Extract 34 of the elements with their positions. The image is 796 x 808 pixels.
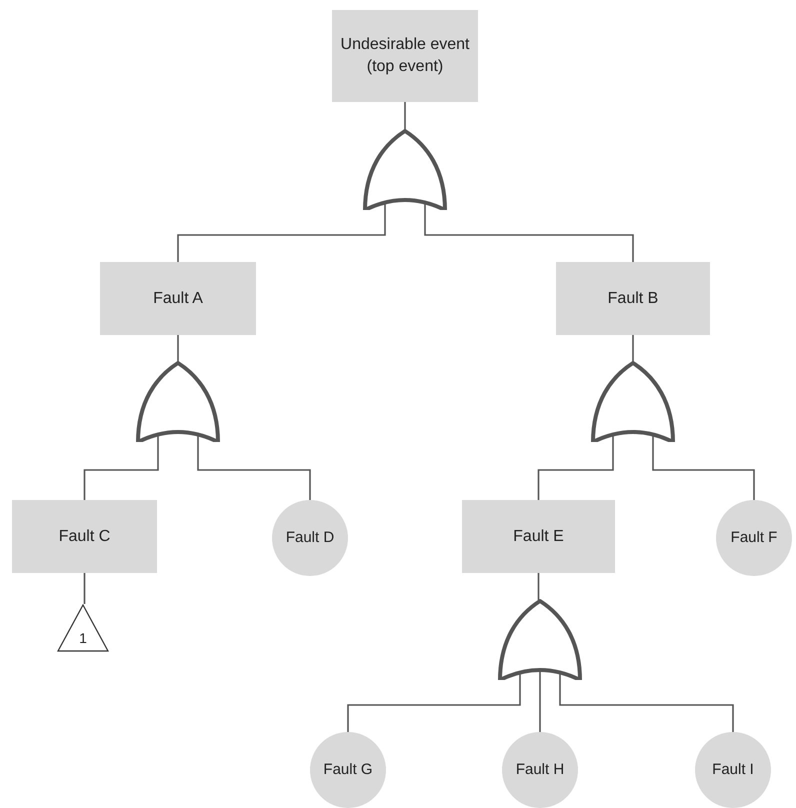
connector-line [652,434,755,500]
or-gate-symbol [591,360,675,442]
event-box [100,262,256,335]
connector-line [84,573,86,604]
connector-line [404,102,406,130]
connector-line [84,434,159,500]
node-label: Undesirable event (top event) [340,35,470,77]
node-label: Fault H [516,760,564,780]
connector-line [177,335,179,362]
node-label: Fault F [730,528,778,548]
or-gate-symbol [136,360,220,442]
connector-line [177,202,386,262]
connector-line [538,434,614,500]
node-label: Fault B [608,288,658,309]
connector-line [559,672,734,732]
node-label: Fault G [323,760,373,780]
connector-line [347,672,521,732]
or-gate-symbol [363,128,447,210]
event-box [12,500,157,573]
node-label: Fault C [58,526,110,547]
node-label: Fault E [513,526,564,547]
node-label: Fault D [286,528,334,548]
event-box [462,500,615,573]
connector-line [538,573,540,600]
connector-line [424,202,634,262]
node-label: Fault I [712,760,754,780]
connector-line [632,335,634,362]
event-box [332,10,478,102]
or-gate-symbol [498,598,582,680]
transfer-triangle [57,604,109,652]
connector-line [197,434,311,500]
node-label: Fault A [153,288,203,309]
event-box [556,262,710,335]
node-label: 1 [79,629,87,648]
